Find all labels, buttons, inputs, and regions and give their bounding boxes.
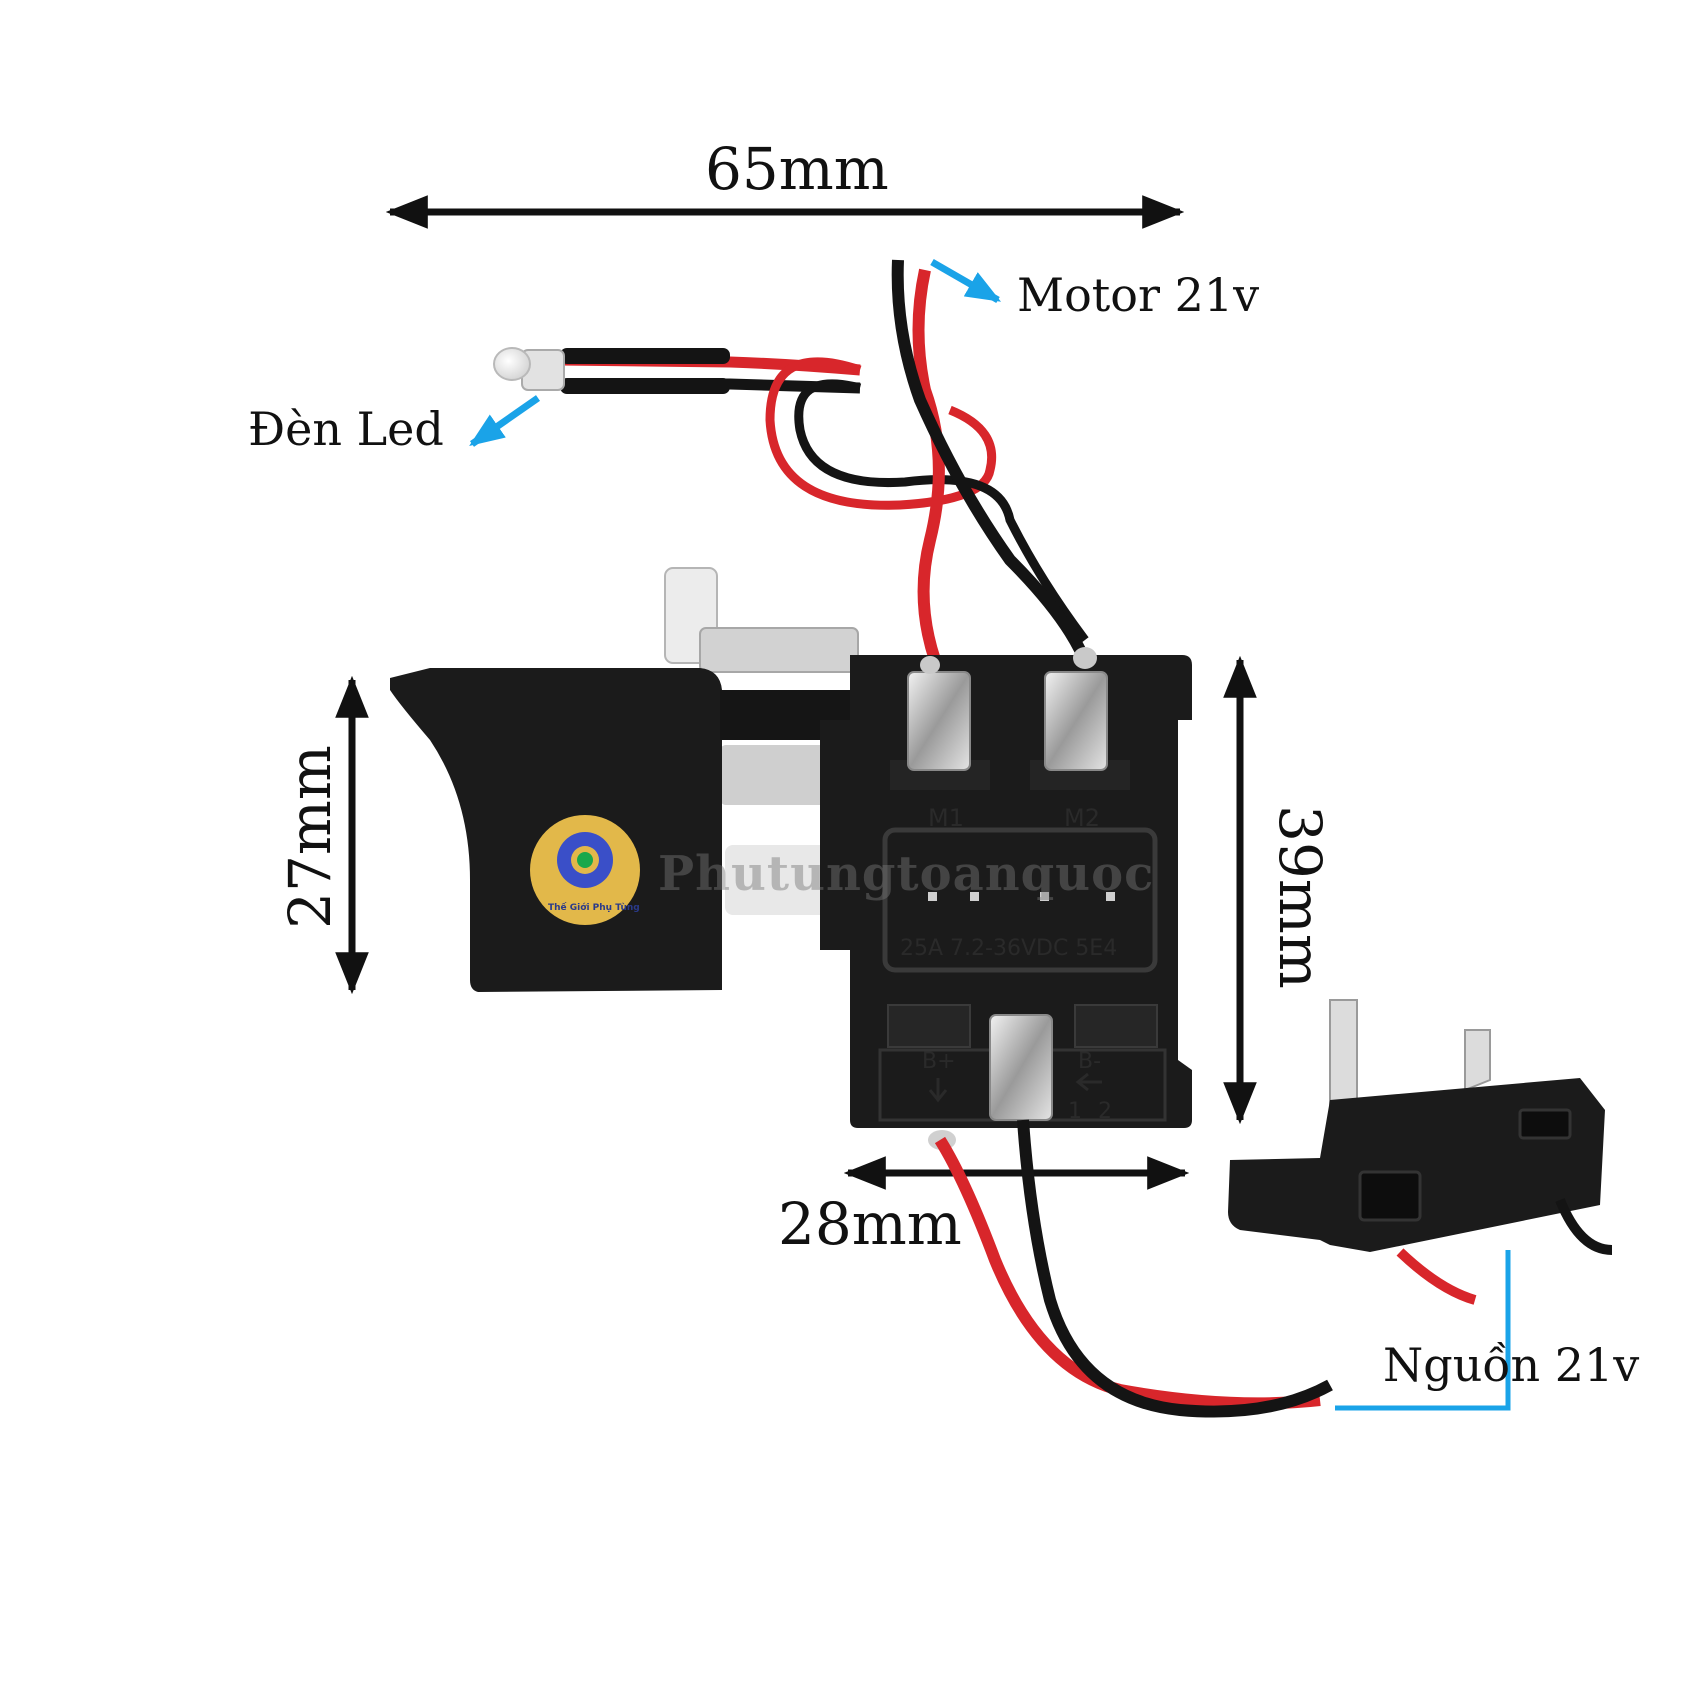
callout-led: Đèn Led — [248, 402, 444, 456]
led-callout-arrow — [469, 395, 541, 447]
callout-motor: Motor 21v — [1017, 268, 1260, 322]
dimension-width-65mm: 65mm — [705, 135, 889, 203]
led-wire-loop-red — [765, 357, 997, 510]
motor-wire-black — [891, 259, 1086, 653]
dimension-height-39mm: 39mm — [1265, 805, 1334, 989]
arrow-left-icon — [1075, 1072, 1102, 1092]
callout-power: Nguồn 21v — [1383, 1338, 1640, 1392]
marking-1: 1 — [1068, 1099, 1082, 1124]
marking-bminus: B- — [1078, 1049, 1101, 1074]
marking-2: 2 — [1098, 1099, 1112, 1124]
power-callout-bracket — [1335, 1250, 1511, 1411]
led-lamp — [493, 347, 861, 394]
battery-connector — [1228, 999, 1613, 1305]
dimension-width-28mm: 28mm — [778, 1190, 962, 1258]
marking-m1: M1 — [928, 804, 964, 832]
arrow-down-icon — [928, 1078, 948, 1103]
led-wire-loop-black — [794, 379, 1089, 643]
dimension-trigger-27mm: 27mm — [275, 745, 344, 929]
lock-lever — [664, 567, 859, 915]
terminal-battery — [989, 1014, 1053, 1121]
logo-caption: Thế Giới Phụ Tùng — [548, 903, 640, 913]
marking-rating: 25A 7.2-36VDC 5E4 — [900, 936, 1117, 961]
motor-wire-red — [912, 268, 945, 662]
switch-body — [850, 655, 1192, 1128]
motor-callout-arrow — [930, 258, 1002, 304]
power-wire-black — [1017, 1119, 1333, 1418]
power-wire-red — [934, 1136, 1321, 1410]
terminal-m2 — [1044, 671, 1108, 771]
marking-bplus: B+ — [922, 1049, 956, 1074]
watermark: Phutungtoanquoc — [658, 846, 1155, 902]
marking-m2: M2 — [1064, 804, 1100, 832]
brand-logo — [530, 815, 640, 925]
terminal-m1 — [907, 671, 971, 771]
